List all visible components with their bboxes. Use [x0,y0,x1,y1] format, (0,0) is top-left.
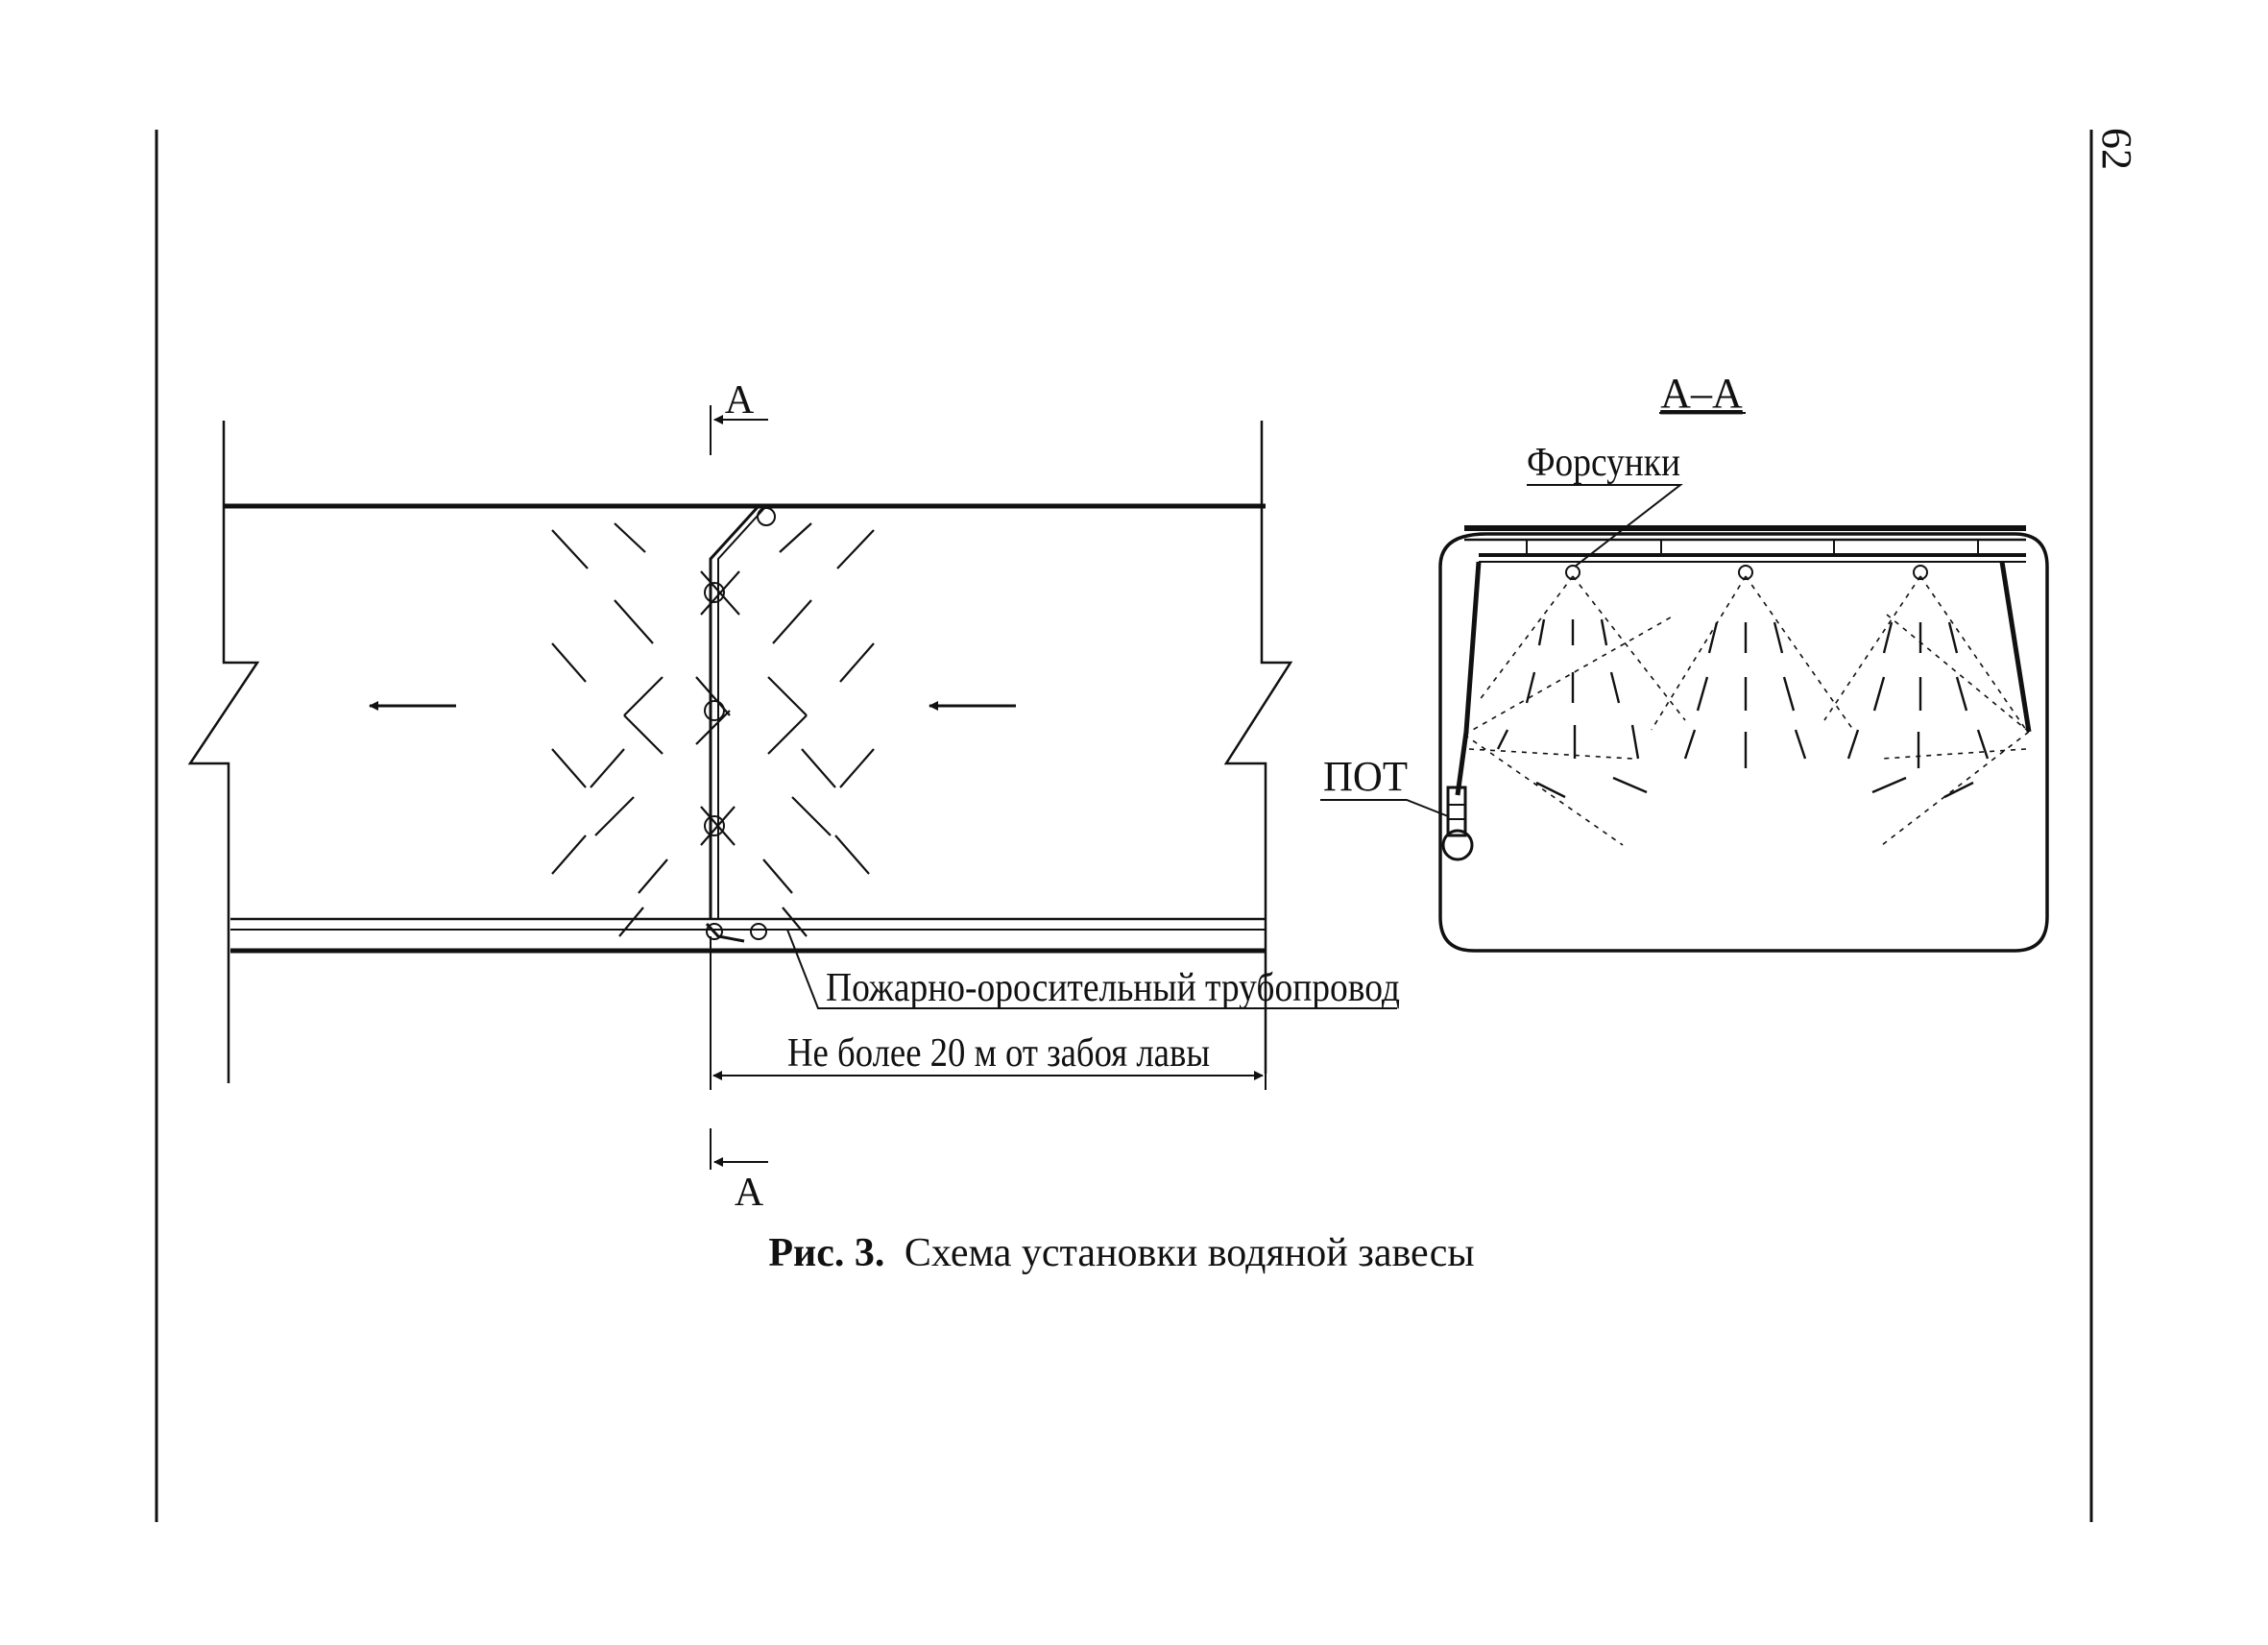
pot-device [1446,786,1467,837]
plan-view [187,405,1397,1170]
left-break-line [187,421,260,1083]
section-mark-bottom: А [735,1171,764,1215]
nozzle-1 [704,582,725,603]
pipeline-label: Пожарно-оросительный трубопровод [826,966,1400,1010]
figure-caption-text: Схема установки водяной завесы [905,1231,1475,1275]
section-mark-top: А [725,378,755,423]
vertical-pipe [709,504,760,919]
page-number: 62 [2093,128,2140,170]
spray-pattern [551,522,875,937]
nozzle-3 [704,815,725,836]
spray-cones [1463,575,2030,846]
pot-leader [1320,799,1449,817]
nozzle-2 [704,700,725,721]
distance-label: Не более 20 м от забоя лавы [787,1031,1210,1076]
nozzles-label: Форсунки [1527,441,1680,485]
section-view [1320,484,2049,953]
spray-droplets [1496,618,1990,799]
section-view-title: А–А [1660,370,1743,417]
pot-label: ПОТ [1323,753,1408,800]
nozzle-ceiling-2 [1738,565,1753,580]
tunnel-cross-section [1438,532,2049,953]
nozzles-leader [1527,484,1683,568]
figure-caption-prefix: Рис. 3. [768,1231,884,1275]
right-break-line [1223,421,1293,1074]
nozzle-ceiling-3 [1913,565,1928,580]
figure-caption: Рис. 3. Схема установки водяной завесы [768,1231,1474,1275]
nozzle-ceiling-1 [1565,565,1580,580]
pipeline-leader [786,929,1397,1009]
